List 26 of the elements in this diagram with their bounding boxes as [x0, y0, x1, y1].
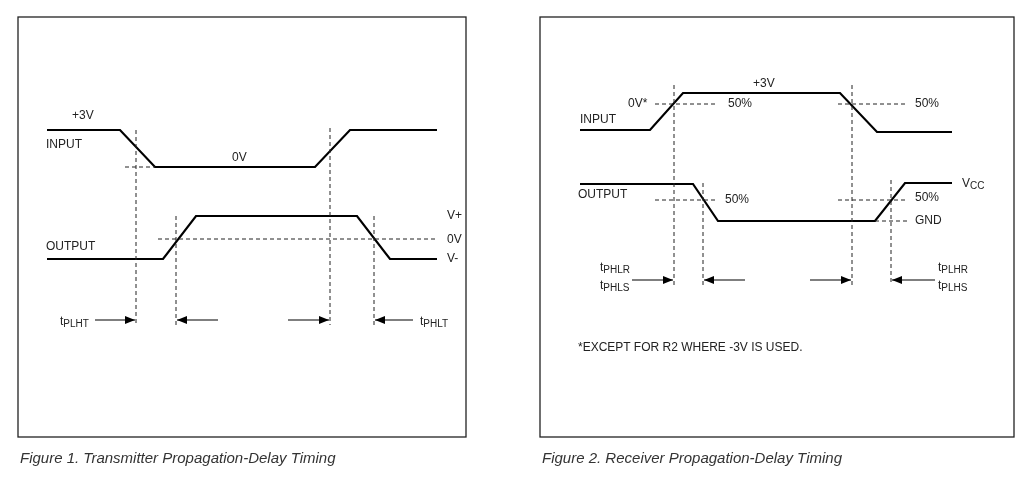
- voltage-label: GND: [915, 214, 942, 228]
- voltage-label: 0V: [447, 233, 462, 247]
- voltage-label: 0V*: [628, 97, 648, 111]
- signal-name: INPUT: [46, 138, 82, 152]
- timing-label: t$_{PHLS}$: [600, 279, 630, 293]
- threshold-label: 50%: [725, 193, 750, 207]
- threshold-label: 50%: [915, 97, 940, 111]
- footnote: *EXCEPT FOR R2 WHERE -3V IS USED.: [578, 341, 803, 355]
- signal-name: OUTPUT: [578, 188, 628, 202]
- figure-caption: Figure 1. Transmitter Propagation-Delay Timing: [20, 449, 336, 467]
- voltage-label: 0V: [232, 151, 247, 165]
- timing-label: t$_{PHLR}$: [600, 261, 631, 275]
- timing-label: t$_{PLHR}$: [938, 261, 969, 275]
- timing-label: t$_{PHLT}$: [420, 315, 449, 329]
- voltage-label: +3V: [72, 109, 94, 123]
- voltage-label: +3V: [753, 77, 775, 91]
- threshold-label: 50%: [728, 97, 753, 111]
- signal-name: INPUT: [580, 113, 616, 127]
- threshold-label: 50%: [915, 191, 940, 205]
- voltage-label: V-: [447, 252, 459, 266]
- signal-name: OUTPUT: [46, 240, 96, 254]
- timing-label: t$_{PLHT}$: [60, 315, 89, 329]
- voltage-label: V+: [447, 209, 462, 223]
- figure-caption: Figure 2. Receiver Propagation-Delay Timing: [542, 449, 842, 467]
- voltage-label: V$_{CC}$: [962, 177, 985, 191]
- timing-label: t$_{PLHS}$: [938, 279, 968, 293]
